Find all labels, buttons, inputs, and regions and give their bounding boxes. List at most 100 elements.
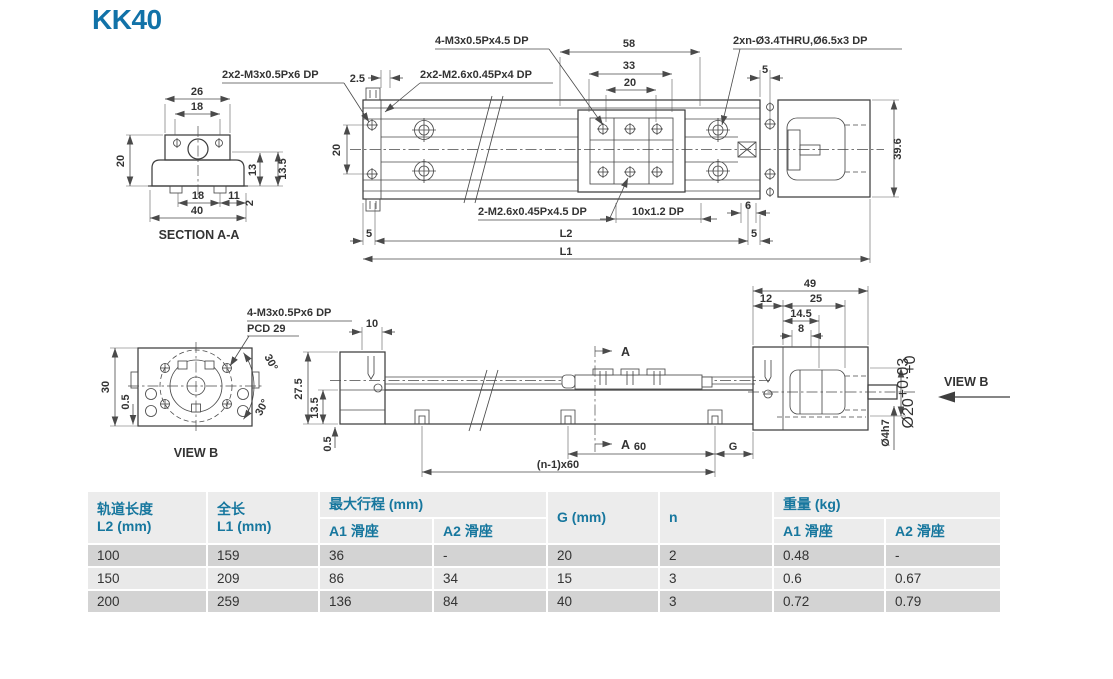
cell-l1: 259	[208, 591, 318, 612]
dim-g: G	[729, 441, 738, 453]
col-header-stroke-a2: A2 滑座	[434, 519, 546, 543]
dim-39-6: 39.6	[892, 138, 904, 159]
dim-0-5-side: 0.5	[322, 436, 334, 451]
cell-g: 15	[548, 568, 658, 589]
label-m26-endcap: 2x2-M2.6x0.45Px4 DP	[420, 69, 532, 81]
dim-5-right: 5	[751, 228, 757, 240]
dim-l2: L2	[560, 228, 573, 240]
side-elevation: A A 10 27.5 13.5 0.5	[293, 278, 1010, 477]
dim-49: 49	[804, 278, 816, 290]
counterbore-hole-icon	[412, 118, 730, 183]
dim-30deg-top: 30°	[261, 352, 279, 372]
cell-l1: 159	[208, 545, 318, 566]
dim-18-bottom: 18	[192, 190, 204, 202]
cell-weight-a1: 0.72	[774, 591, 884, 612]
pcd-screw-icon	[160, 363, 232, 409]
dim-4h7: Ø4h7	[880, 419, 892, 447]
carriage-screw-icon	[597, 123, 663, 178]
cell-weight-a1: 0.48	[774, 545, 884, 566]
section-screw-icon	[173, 138, 223, 148]
dim-2: 2	[244, 200, 256, 206]
section-aa-view: 26 18 20 13 13.5 18 11 2 40 SECTION A-A	[115, 86, 289, 242]
dim-33: 33	[623, 60, 635, 72]
dim-8: 8	[798, 323, 804, 335]
cell-n: 3	[660, 591, 772, 612]
motor-housing-plan	[777, 99, 871, 198]
label-m26-carriage: 2-M2.6x0.45Px4.5 DP	[478, 206, 587, 218]
dim-60: 60	[634, 441, 646, 453]
dim-20-holes: 20	[624, 77, 636, 89]
section-marker-a-bottom: A	[621, 438, 630, 452]
cell-l2: 100	[88, 545, 206, 566]
dim-5-motor: 5	[762, 64, 768, 76]
dim-12: 12	[760, 293, 772, 305]
view-b-flange: 30 0.5 4-M3x0.5Px6 DP PCD 29 30° 30° VIE…	[100, 307, 352, 460]
dim-13-5-side: 13.5	[309, 397, 321, 418]
carriage-plan	[577, 109, 686, 193]
cell-weight-a2: 0.67	[886, 568, 1000, 589]
view-b-arrow-label: VIEW B	[944, 375, 988, 389]
dim-58: 58	[623, 38, 635, 50]
col-header-stroke-a1: A1 滑座	[320, 519, 432, 543]
dim-2-5: 2.5	[350, 73, 365, 85]
view-b-title: VIEW B	[174, 446, 218, 460]
label-grease: 10x1.2 DP	[632, 206, 684, 218]
dim-30deg-bottom: 30°	[253, 397, 271, 417]
dim-18-top: 18	[191, 101, 203, 113]
cell-weight-a2: -	[886, 545, 1000, 566]
dim-13-5: 13.5	[277, 158, 289, 179]
page-title: KK40	[92, 4, 162, 35]
cell-l1: 209	[208, 568, 318, 589]
label-m3-endcap: 2x2-M3x0.5Px6 DP	[222, 69, 319, 81]
cell-stroke-a1: 36	[320, 545, 432, 566]
dim-0-5-flange: 0.5	[120, 394, 132, 409]
motor-housing-side	[752, 346, 869, 431]
dim-n-1-x60: (n-1)x60	[537, 459, 579, 471]
section-aa-title: SECTION A-A	[159, 228, 240, 242]
dim-20-section: 20	[115, 155, 127, 167]
col-header-g: G (mm)	[548, 492, 658, 543]
cell-n: 2	[660, 545, 772, 566]
dim-5-left: 5	[366, 228, 372, 240]
col-header-weight-a1: A1 滑座	[774, 519, 884, 543]
cell-n: 3	[660, 568, 772, 589]
col-header-stroke: 最大行程 (mm)	[320, 492, 546, 517]
corner-screw-icon	[145, 388, 249, 417]
label-m3-carriage: 4-M3x0.5Px4.5 DP	[435, 35, 529, 47]
cell-stroke-a2: 34	[434, 568, 546, 589]
col-header-n: n	[660, 492, 772, 543]
dim-20-side: 20	[331, 144, 343, 156]
col-header-weight: 重量 (kg)	[774, 492, 1000, 517]
mounting-pocket-icon	[414, 409, 723, 425]
dim-25: 25	[810, 293, 822, 305]
technical-drawing: 58 33 20 2.5 20 5 39.6 10x1.2 DP	[100, 35, 1010, 477]
cell-g: 40	[548, 591, 658, 612]
cell-g: 20	[548, 545, 658, 566]
col-header-weight-a2: A2 滑座	[886, 519, 1000, 543]
dim-40: 40	[191, 205, 203, 217]
cell-stroke-a2: -	[434, 545, 546, 566]
dim-26: 26	[191, 86, 203, 98]
dim-l1: L1	[560, 246, 573, 258]
dim-13: 13	[247, 164, 259, 176]
section-marker-a-top: A	[621, 345, 630, 359]
cell-l2: 150	[88, 568, 206, 589]
view-b-arrow-icon	[938, 391, 955, 403]
dim-10: 10	[366, 318, 378, 330]
cell-l2: 200	[88, 591, 206, 612]
dim-shaft-dia: Ø20+0.03+0	[895, 355, 919, 428]
endcap-hole-icon	[366, 119, 378, 180]
cell-stroke-a2: 84	[434, 591, 546, 612]
label-pcd: PCD 29	[247, 323, 286, 335]
cell-weight-a2: 0.79	[886, 591, 1000, 612]
dim-11: 11	[228, 190, 240, 202]
cell-weight-a1: 0.6	[774, 568, 884, 589]
label-thru-holes: 2xn-Ø3.4THRU,Ø6.5x3 DP	[733, 35, 868, 47]
dim-30: 30	[100, 381, 112, 393]
dim-14-5: 14.5	[790, 308, 811, 320]
carriage-side	[561, 368, 713, 390]
label-m3-flange: 4-M3x0.5Px6 DP	[247, 307, 331, 319]
